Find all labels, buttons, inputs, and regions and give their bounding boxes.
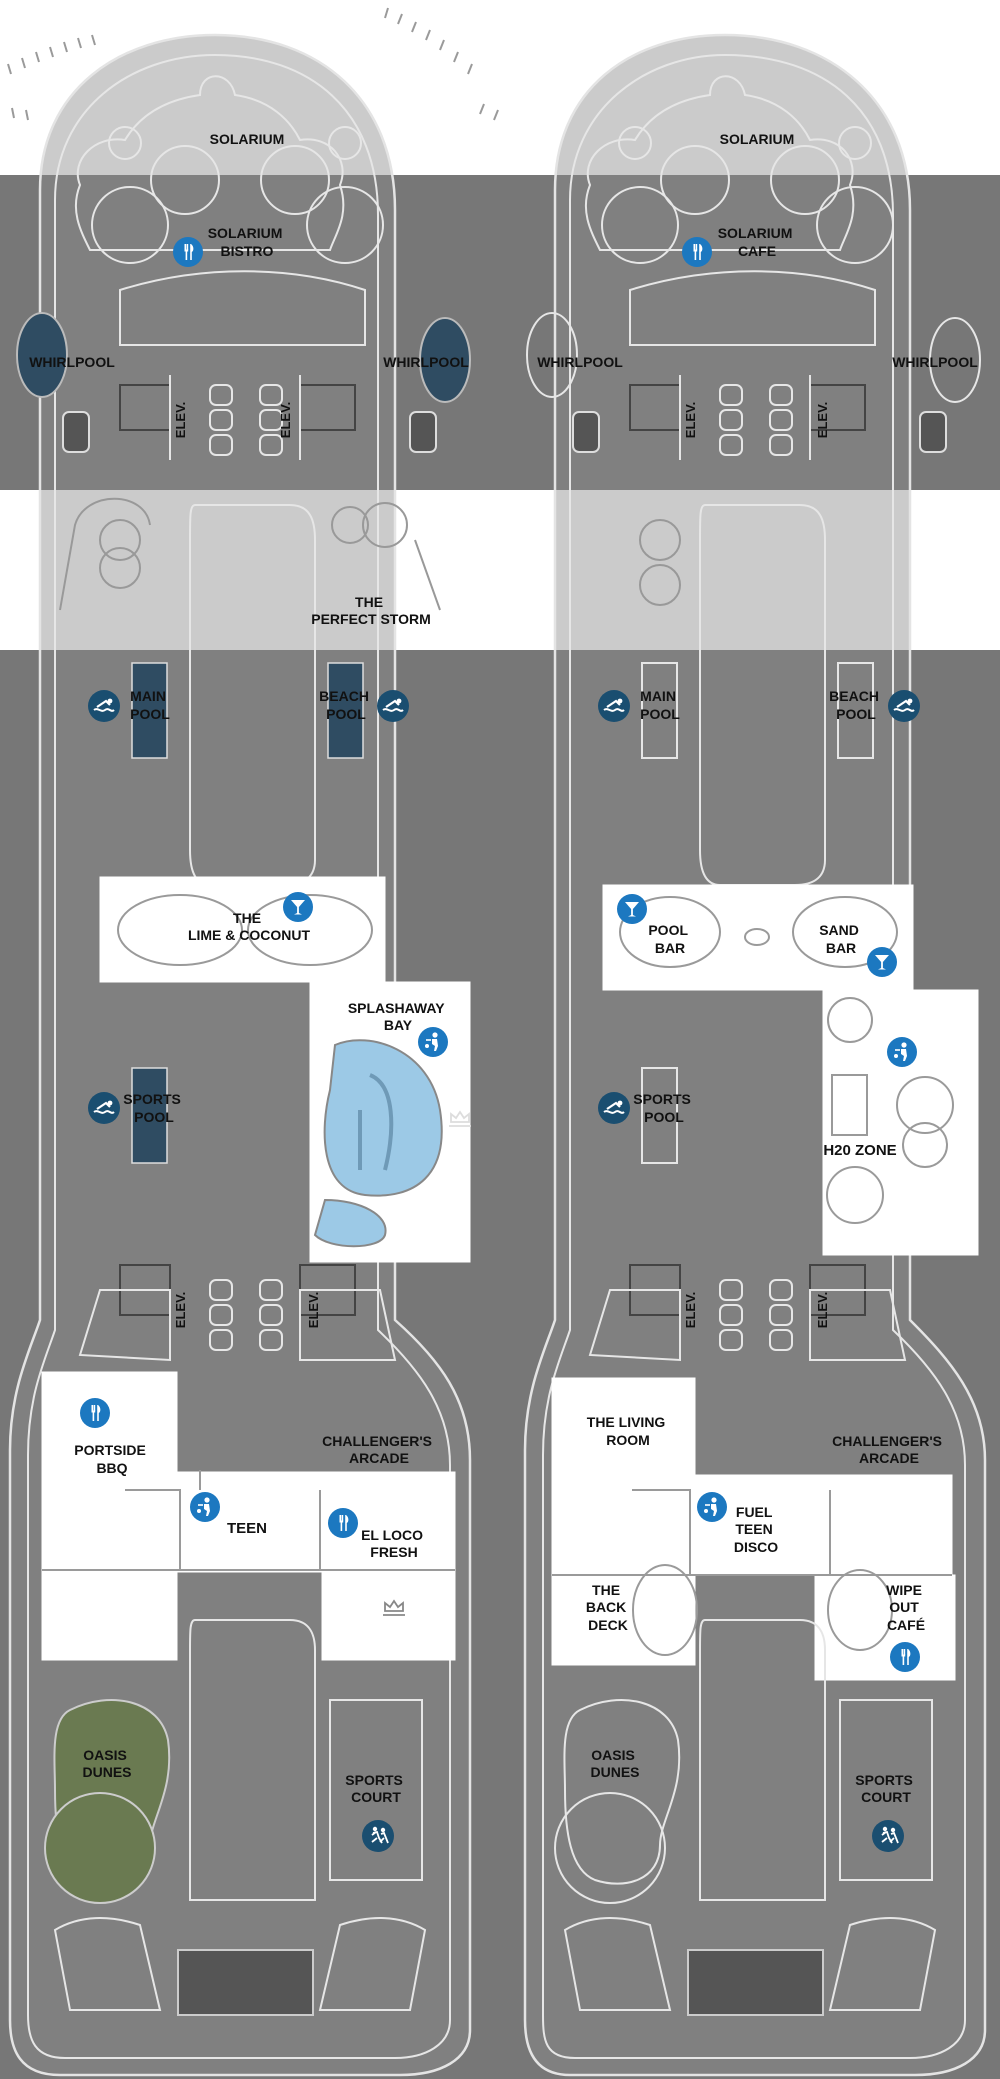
sports-court-label: SPORTS COURT bbox=[855, 1772, 916, 1805]
beach-pool-label: BEACH POOL bbox=[319, 688, 373, 722]
solarium-label: SOLARIUM bbox=[210, 131, 285, 147]
elevator-label: ELEV. bbox=[815, 402, 830, 438]
sports-court-label: SPORTS COURT bbox=[345, 1772, 406, 1805]
pool-bar-zone[interactable] bbox=[602, 884, 914, 991]
fork-knife-icon bbox=[173, 237, 203, 267]
sports-pool-label: SPORTS POOL bbox=[123, 1091, 184, 1125]
crown-anchor-icon bbox=[383, 1599, 405, 1616]
back-deck-label: THE BACK DECK bbox=[586, 1582, 630, 1633]
swimmer-icon bbox=[598, 1092, 630, 1124]
whirlpool-left-basin bbox=[16, 312, 68, 398]
kids-activity-icon bbox=[697, 1492, 727, 1522]
teen-zone[interactable] bbox=[41, 1471, 456, 1573]
portside-bbq-zone[interactable] bbox=[41, 1371, 178, 1473]
elevator-label: ELEV. bbox=[173, 1292, 188, 1328]
elevator-label: ELEV. bbox=[173, 402, 188, 438]
elevator-label: ELEV. bbox=[683, 402, 698, 438]
challengers-arcade-label: CHALLENGER'S ARCADE bbox=[322, 1433, 436, 1466]
highlight-band bbox=[0, 490, 1000, 650]
lime-coconut-label: THE LIME & COCONUT bbox=[188, 910, 311, 943]
el-loco-fresh-label: EL LOCO FRESH bbox=[361, 1527, 427, 1560]
elevator-label: ELEV. bbox=[278, 402, 293, 438]
beach-pool-label: BEACH POOL bbox=[829, 688, 883, 722]
splashaway-bay-label: SPLASHAWAY BAY bbox=[348, 1000, 448, 1033]
solarium-bistro-label: SOLARIUM BISTRO bbox=[208, 225, 287, 259]
sand-bar-label: SAND BAR bbox=[819, 922, 863, 956]
cocktail-glass-icon bbox=[617, 894, 647, 924]
living-room-label: THE LIVING ROOM bbox=[587, 1414, 669, 1448]
kids-activity-icon bbox=[418, 1027, 448, 1057]
wipe-out-zone[interactable] bbox=[814, 1574, 956, 1681]
swimmer-icon bbox=[377, 690, 409, 722]
runners-icon bbox=[872, 1820, 904, 1852]
solarium-cafe-label: SOLARIUM CAFE bbox=[718, 225, 797, 259]
pool-bar-label: POOL BAR bbox=[648, 922, 691, 956]
left-deck bbox=[8, 33, 472, 2077]
whirlpool-right-basin bbox=[419, 317, 471, 403]
swimmer-icon bbox=[88, 1092, 120, 1124]
h2o-zone-label: H20 ZONE bbox=[823, 1142, 896, 1159]
whirlpool-left-label: WHIRLPOOL bbox=[29, 354, 115, 370]
runners-icon bbox=[362, 1820, 394, 1852]
right-deck bbox=[523, 33, 987, 2077]
cocktail-glass-icon bbox=[867, 947, 897, 977]
sports-pool-label: SPORTS POOL bbox=[633, 1091, 694, 1125]
h2o-zone[interactable] bbox=[822, 989, 979, 1256]
solarium-label: SOLARIUM bbox=[720, 131, 795, 147]
cocktail-glass-icon bbox=[283, 892, 313, 922]
teen-label: TEEN bbox=[227, 1520, 267, 1537]
fuel-teen-disco-label: FUEL TEEN DISCO bbox=[734, 1504, 778, 1555]
oasis-dunes-label: OASIS DUNES bbox=[82, 1747, 131, 1780]
portside-bbq-label: PORTSIDE BBQ bbox=[74, 1442, 149, 1476]
whirlpool-left-label: WHIRLPOOL bbox=[537, 354, 623, 370]
whirlpool-right-label: WHIRLPOOL bbox=[892, 354, 978, 370]
challengers-arcade-label: CHALLENGER'S ARCADE bbox=[832, 1433, 946, 1466]
wipe-out-cafe-label: WIPE OUT CAFÉ bbox=[886, 1582, 926, 1633]
fuel-teen-zone[interactable] bbox=[551, 1474, 953, 1576]
fork-knife-icon bbox=[890, 1642, 920, 1672]
elevator-label: ELEV. bbox=[306, 1292, 321, 1328]
swimmer-icon bbox=[598, 690, 630, 722]
fork-knife-icon bbox=[80, 1398, 110, 1428]
fork-knife-icon bbox=[328, 1508, 358, 1538]
sun-rays bbox=[7, 7, 499, 121]
perfect-storm-label: THE PERFECT STORM bbox=[311, 594, 431, 627]
oasis-dunes-label: OASIS DUNES bbox=[590, 1747, 639, 1780]
elevator-label: ELEV. bbox=[683, 1292, 698, 1328]
elevator-label: ELEV. bbox=[815, 1292, 830, 1328]
swimmer-icon bbox=[888, 690, 920, 722]
main-pool-label: MAIN POOL bbox=[130, 688, 170, 722]
whirlpool-right-label: WHIRLPOOL bbox=[383, 354, 469, 370]
kids-activity-icon bbox=[887, 1037, 917, 1067]
main-pool-label: MAIN POOL bbox=[640, 688, 680, 722]
kids-activity-icon bbox=[190, 1492, 220, 1522]
swimmer-icon bbox=[88, 690, 120, 722]
fork-knife-icon bbox=[682, 237, 712, 267]
crown-anchor-icon bbox=[449, 1110, 471, 1127]
